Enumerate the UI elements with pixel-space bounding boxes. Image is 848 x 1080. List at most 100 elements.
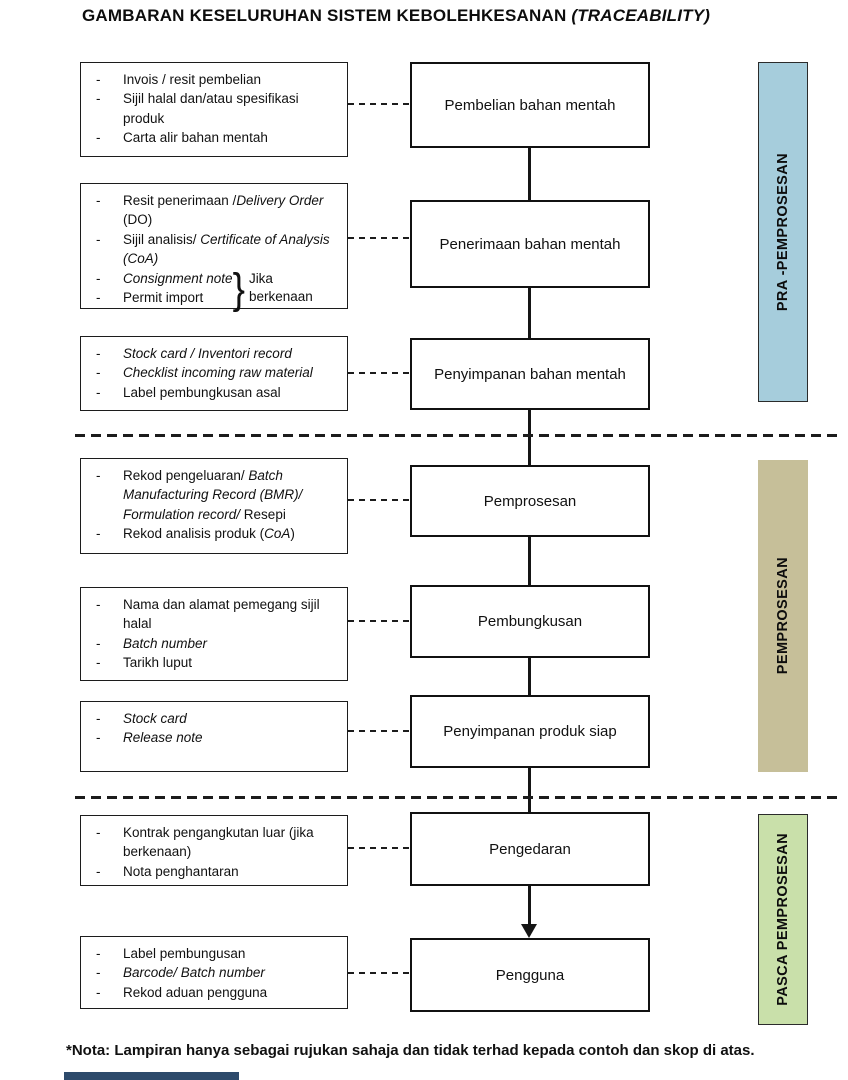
process-box-penerimaan-bahan-mentah: Penerimaan bahan mentah: [410, 200, 650, 288]
doc-box-penyimpanan-siap: -Stock card-Release note: [80, 701, 348, 772]
doc-list-item: - Label pembungusan: [94, 944, 341, 963]
dashed-connector: [348, 372, 410, 374]
doc-list-item: - Batch number: [94, 634, 341, 653]
bullet-dash: -: [96, 468, 101, 483]
bullet-dash: -: [96, 130, 101, 146]
bullet-dash: -: [96, 946, 101, 961]
doc-box-pengguna: - Label pembungusan - Barcode/ Batch number…: [80, 936, 348, 1009]
doc-list-item-text: Stock card / Inventori record: [123, 346, 292, 361]
process-box-label: Pembungkusan: [477, 613, 583, 630]
doc-list-item: - Tarikh luput: [94, 653, 341, 672]
doc-box-pengedaran: - Kontrak pengangkutan luar (jika berkena…: [80, 815, 348, 886]
doc-list-item: - Sijil halal dan/atau spesifikasi produk: [94, 89, 341, 128]
doc-list-item-text: Tarikh luput: [123, 655, 193, 671]
process-box-label: Pengguna: [495, 966, 565, 984]
bullet-dash: -: [96, 984, 101, 1000]
phase-bar-pra-pemprosesan: PRA -PEMPROSESAN: [758, 62, 808, 402]
flow-connector: [528, 886, 531, 926]
conditional-group-label: Jika berkenaan: [248, 270, 313, 305]
brace-icon: }: [232, 264, 245, 312]
process-box-label: Penyimpanan bahan mentah: [434, 365, 626, 383]
doc-list-item-text: Carta alir bahan mentah: [123, 130, 268, 146]
flow-connector: [528, 768, 531, 812]
doc-list-item-text: Rekod analisis produk (CoA): [123, 526, 295, 542]
doc-list-item: - Invois / resit pembelian: [94, 70, 341, 89]
bullet-dash: -: [96, 365, 101, 381]
doc-list-item-text: Permit import: [123, 290, 204, 306]
doc-list-item-text: Checklist incoming raw material: [123, 365, 313, 381]
process-box-pengguna: Pengguna: [410, 938, 650, 1012]
flow-connector: [528, 288, 531, 338]
dashed-connector: [348, 237, 410, 239]
doc-list-item: - Checklist incoming raw material: [94, 363, 341, 382]
doc-list-item: - Consignment note: [94, 269, 233, 288]
bullet-dash: -: [96, 825, 101, 840]
bullet-dash: -: [96, 965, 101, 981]
doc-list-item-text: Invois / resit pembelian: [123, 72, 262, 87]
down-arrow-icon: [521, 924, 537, 938]
doc-list-item-text: Stock card: [123, 711, 187, 726]
phase-bar-pasca-pemprosesan: PASCA PEMPROSESAN: [758, 814, 808, 1025]
page-title: GAMBARAN KESELURUHAN SISTEM KEBOLEHKESAN…: [82, 6, 710, 26]
process-box-label: Penerimaan bahan mentah: [439, 235, 621, 253]
process-box-label: Pembelian bahan mentah: [444, 96, 616, 114]
bullet-dash: -: [96, 711, 101, 726]
doc-box-penerimaan: -Resit penerimaan /Delivery Order (DO)-S…: [80, 183, 348, 309]
doc-list-item: -Resit penerimaan /Delivery Order (DO): [94, 191, 341, 230]
page-title-emphasis: (TRACEABILITY): [571, 6, 711, 25]
process-box-pembungkusan: Pembungkusan: [410, 585, 650, 658]
next-page-edge-artifact: [64, 1072, 239, 1080]
doc-list-item-text: Label pembungusan: [123, 946, 246, 961]
phase-bar-pemprosesan: PEMPROSESAN: [758, 460, 808, 772]
phase-label: PASCA PEMPROSESAN: [775, 833, 791, 1006]
section-separator: [75, 796, 837, 799]
doc-list-item-text: Nota penghantaran: [123, 863, 239, 879]
bullet-dash: -: [96, 270, 101, 286]
bullet-dash: -: [96, 597, 101, 612]
doc-box-pembelian: - Invois / resit pembelian - Sijil halal da…: [80, 62, 348, 157]
doc-list-item-text: Sijil halal dan/atau spesifikasi produk: [123, 91, 299, 126]
dashed-connector: [348, 103, 410, 105]
doc-list-item: - Kontrak pengangkutan luar (jika berkena…: [94, 823, 341, 862]
bullet-dash: -: [96, 863, 101, 879]
doc-list-item-text: Release note: [123, 730, 203, 746]
bullet-dash: -: [96, 655, 101, 671]
dashed-connector: [348, 847, 410, 849]
bullet-dash: -: [96, 193, 101, 208]
dashed-connector: [348, 730, 410, 732]
process-box-label: Pemprosesan: [483, 492, 577, 510]
page-title-text: GAMBARAN KESELURUHAN SISTEM KEBOLEHKESAN…: [82, 6, 572, 25]
bullet-dash: -: [96, 290, 101, 306]
bullet-dash: -: [96, 635, 101, 651]
phase-label: PEMPROSESAN: [775, 557, 791, 675]
dashed-connector: [348, 499, 410, 501]
doc-box-pembungkusan: - Nama dan alamat pemegang sijil halal - Ba…: [80, 587, 348, 681]
doc-list-item-text: Nama dan alamat pemegang sijil halal: [123, 597, 320, 632]
doc-list-item: -Label pembungkusan asal: [94, 383, 341, 402]
doc-list-item: - Rekod aduan pengguna: [94, 983, 341, 1002]
flow-connector: [528, 537, 531, 585]
doc-list-item: - Nama dan alamat pemegang sijil halal: [94, 595, 341, 634]
doc-list-item-text: Rekod aduan pengguna: [123, 984, 268, 1000]
doc-box-pemprosesan: - Rekod pengeluaran/ Batch Manufacturing …: [80, 458, 348, 554]
doc-list-item-text: Kontrak pengangkutan luar (jika berkenaa…: [123, 825, 314, 860]
bullet-dash: -: [96, 526, 101, 542]
doc-list-item-text: Label pembungkusan asal: [123, 384, 281, 400]
doc-list-item-text: Sijil analisis/ Certificate of Analysis …: [123, 231, 330, 267]
doc-list-item: - Permit import: [94, 288, 233, 307]
flow-connector: [528, 658, 531, 695]
doc-list-item: - Nota penghantaran: [94, 862, 341, 881]
bullet-dash: -: [96, 72, 101, 87]
doc-list-item: - Rekod analisis produk (CoA): [94, 524, 341, 543]
conditional-group: - Consignment note - Permit import}Jika ber…: [94, 264, 341, 312]
bullet-dash: -: [96, 91, 101, 107]
doc-list-item-text: Batch number: [123, 635, 208, 651]
process-box-pengedaran: Pengedaran: [410, 812, 650, 886]
bullet-dash: -: [96, 346, 101, 361]
doc-list-item-text: Barcode/ Batch number: [123, 965, 265, 981]
doc-list-item-text: Rekod pengeluaran/ Batch Manufacturing R…: [123, 468, 303, 522]
process-box-label: Pengedaran: [489, 840, 571, 858]
doc-list-item-text: Consignment note: [123, 270, 233, 286]
process-box-pemprosesan: Pemprosesan: [410, 465, 650, 537]
bullet-dash: -: [96, 231, 101, 247]
